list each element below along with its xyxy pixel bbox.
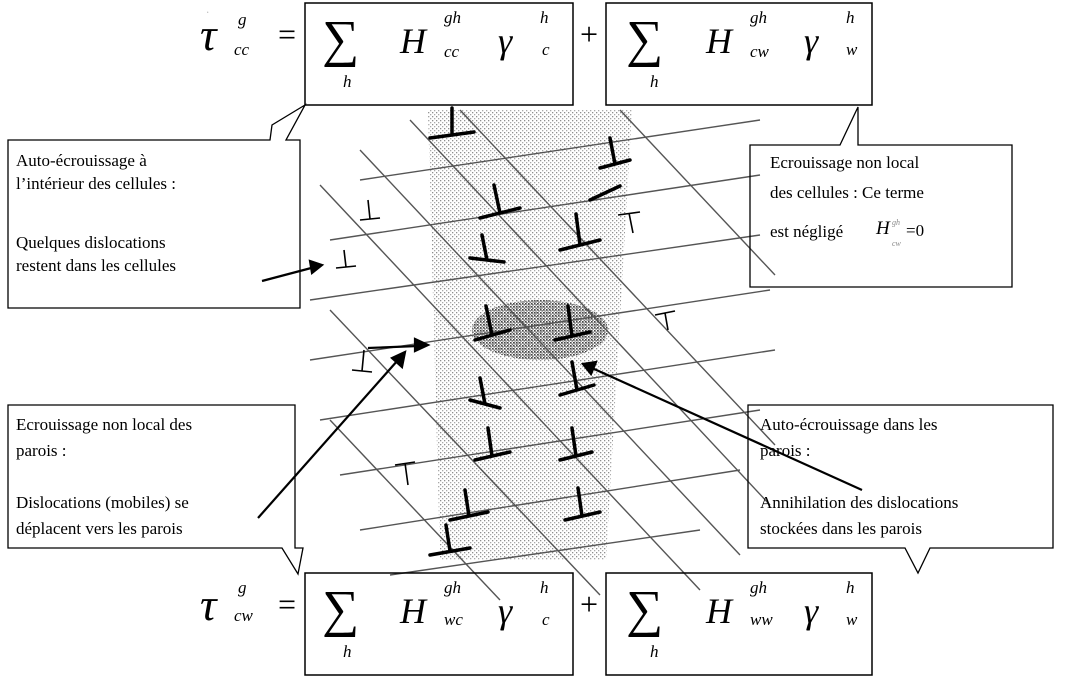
eq-top-equals: = — [278, 16, 297, 52]
arrow-to-mobile-dislocation — [367, 344, 419, 350]
arrow-head-annihilation — [580, 360, 598, 377]
wall-dense-region — [472, 300, 608, 360]
eq-top-tau: τ — [200, 9, 217, 60]
eq-top-t1-H-sup: gh — [444, 8, 461, 27]
callout-bottom-left-line2: parois : — [16, 441, 67, 460]
arrow-head-mobile — [413, 337, 431, 353]
eq-bot-t1-H-sup: gh — [444, 578, 461, 597]
eq-bot-t1-H-sub: wc — [444, 610, 463, 629]
eq-bot-lhs-sub: cw — [234, 606, 253, 625]
arrow-to-annihilation — [591, 366, 863, 492]
eq-top-t2-H-sup: gh — [750, 8, 767, 27]
callout-top-right-line2: des cellules : Ce terme — [770, 183, 924, 202]
eq-bot-lhs-sup: g — [238, 578, 247, 597]
callout-top-right-H: H — [876, 218, 890, 239]
equation-top-boxes — [304, 2, 873, 106]
eq-bot-t2-H: H — [706, 591, 732, 631]
eq-bot-t1-H: H — [400, 591, 426, 631]
callout-bottom-right-line1: Auto-écrouissage dans les — [760, 415, 938, 434]
eq-top-t2-sum-index: h — [650, 72, 659, 91]
callout-top-left-line1: Auto-écrouissage à — [16, 151, 147, 170]
eq-top-lhs-sup: g — [238, 10, 247, 29]
eq-top-t2-sum: ∑ — [626, 11, 664, 68]
eq-top-t1-gamma-sub: c — [542, 40, 550, 59]
callout-bottom-left-line3: Dislocations (mobiles) se — [16, 493, 189, 512]
free-dislocation-symbols — [335, 199, 676, 486]
arrow-to-cell-dislocation — [261, 265, 316, 283]
eq-top-t1-H: H — [400, 21, 426, 61]
arrow-to-wall-motion — [257, 359, 399, 519]
eq-bot-t2-gamma-sub: w — [846, 610, 858, 629]
eq-bot-t2-gamma-sup: h — [846, 578, 855, 597]
eq-top-plus: + — [580, 16, 599, 52]
callout-top-left-box — [7, 103, 307, 309]
eq-top-t1-gamma: γ — [498, 21, 513, 61]
slip-plane-grid — [309, 109, 776, 601]
eq-bot-t1-sum-index: h — [343, 642, 352, 661]
callout-top-right-eq: =0 — [906, 221, 925, 240]
eq-bot-t1-gamma-sub: c — [542, 610, 550, 629]
arrows — [257, 259, 863, 519]
eq-top-t2-H-sub: cw — [750, 42, 769, 61]
dislocation-wall — [428, 110, 632, 560]
eq-top-t1-gamma-sup: h — [540, 8, 549, 27]
eq-bot-t2-H-sup: gh — [750, 578, 767, 597]
eq-bot-equals: = — [278, 586, 297, 622]
callout-top-right-H-sup: gh — [892, 218, 900, 227]
eq-bot-t1-gamma: γ — [498, 591, 513, 631]
eq-top-t2-gamma-sup: h — [846, 8, 855, 27]
callout-top-left-line3: Quelques dislocations — [16, 233, 166, 252]
box-bottom-term1 — [304, 572, 574, 676]
eq-top-t1-H-sub: cc — [444, 42, 460, 61]
callout-top-left-line4: restent dans les cellules — [16, 256, 177, 275]
arrow-head-cell — [308, 259, 325, 276]
eq-top-t2-gamma: γ — [804, 21, 819, 61]
eq-bot-t2-sum: ∑ — [626, 581, 664, 638]
callout-bottom-right-box — [747, 404, 1054, 575]
eq-top-lhs-sub: cc — [234, 40, 250, 59]
callout-top-right-H-sub: cw — [892, 239, 901, 248]
eq-bot-t2-gamma: γ — [804, 591, 819, 631]
equation-bottom-boxes — [304, 572, 873, 676]
callout-bottom-left-box — [7, 404, 304, 576]
callout-bottom-left-line4: déplacent vers les parois — [16, 519, 183, 538]
callout-bottom-right-line4: stockées dans les parois — [760, 519, 922, 538]
dislocation-symbols — [428, 106, 632, 557]
eq-bot-t1-sum: ∑ — [322, 581, 360, 638]
box-bottom-term2 — [605, 572, 873, 676]
callout-top-right-line3: est négligé — [770, 222, 844, 241]
eq-bot-t1-gamma-sup: h — [540, 578, 549, 597]
box-top-term1 — [304, 2, 574, 106]
eq-top-t1-sum: ∑ — [322, 11, 360, 68]
eq-top-t2-H: H — [706, 21, 732, 61]
callout-bottom-left-line1: Ecrouissage non local des — [16, 415, 193, 434]
eq-bot-t2-H-sub: ww — [750, 610, 773, 629]
callout-top-right-line1: Ecrouissage non local — [770, 153, 920, 172]
eq-top-t1-sum-index: h — [343, 72, 352, 91]
eq-bot-t2-sum-index: h — [650, 642, 659, 661]
callout-bottom-right-line3: Annihilation des dislocations — [760, 493, 959, 512]
box-top-term2 — [605, 2, 873, 106]
callout-top-left-line2: l’intérieur des cellules : — [16, 174, 177, 193]
eq-bot-plus: + — [580, 586, 599, 622]
eq-bot-tau: τ — [200, 579, 217, 630]
callout-bottom-right-line2: parois : — [760, 441, 811, 460]
callout-top-right-box — [749, 106, 1013, 288]
eq-top-t2-gamma-sub: w — [846, 40, 858, 59]
eq-top-tau-dot: · — [207, 10, 209, 16]
arrow-head-wall-motion — [390, 350, 407, 370]
